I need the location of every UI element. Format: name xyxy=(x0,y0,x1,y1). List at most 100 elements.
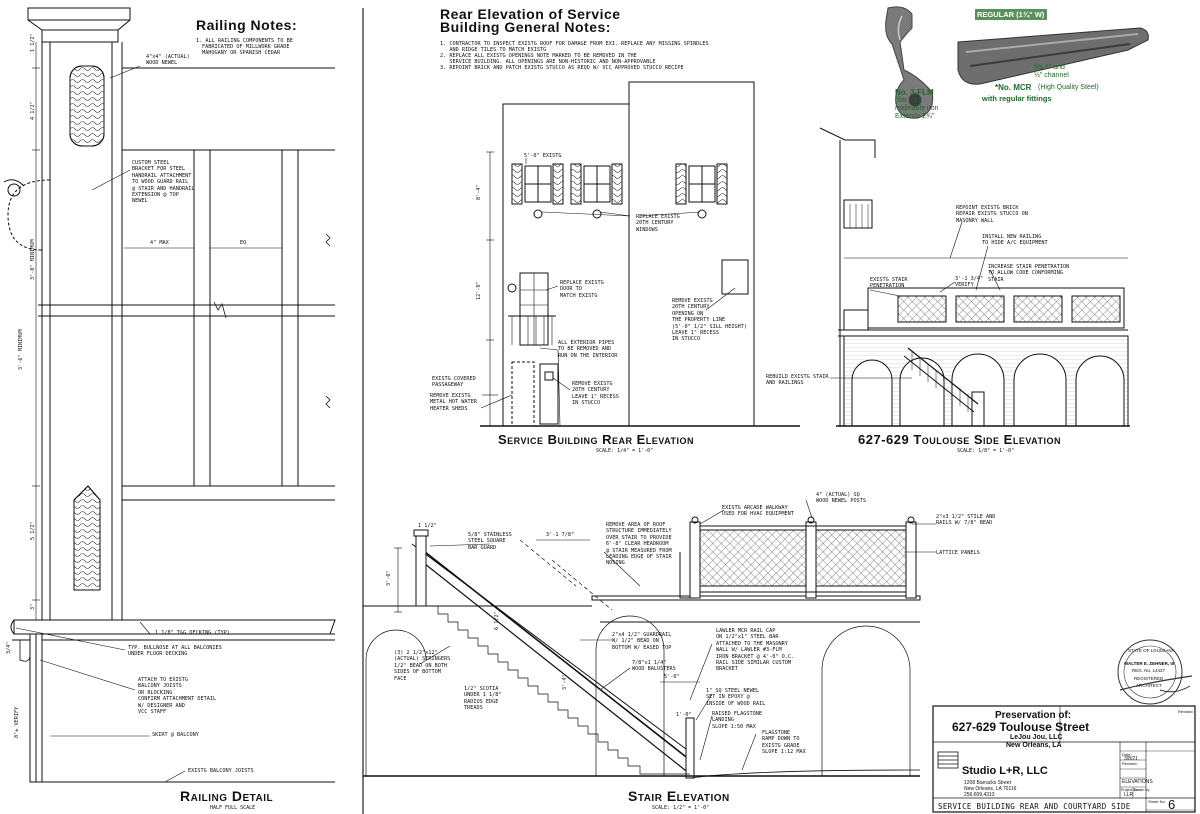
title-block-sheet-title: Service Building Rear and Courtyard Side xyxy=(938,802,1131,811)
service-annotation: REPLACE EXISTG DOOR TO MATCH EXISTG xyxy=(560,280,604,299)
stair-elevation-scale: SCALE: 1/2" = 1'-0" xyxy=(652,805,710,811)
stair-annotation: 1" SQ STEEL NEWEL SET IN EPOXY @ INSIDE … xyxy=(706,688,766,707)
railing-dim: 3" xyxy=(30,603,36,610)
railing-annotation: CUSTOM STEEL BRACKET FOR STEEL HANDRAIL … xyxy=(132,160,195,205)
service-dim: 8'-4" xyxy=(476,184,482,200)
service-dim: 12'-0" xyxy=(476,281,482,300)
rail-tag: REGULAR (1¾" W) xyxy=(977,10,1045,19)
stair-dim: 3'-4" xyxy=(562,674,568,690)
title-block-firm: Studio L+R, LLC xyxy=(962,765,1048,777)
stair-dim: 3'-1 7/8" xyxy=(546,532,575,538)
stair-annotation: FLAGSTONE RAMP DOWN TO EXISTG GRADE SLOP… xyxy=(762,730,806,756)
general-notes-line: SERVICE BUILDING. ALL OPENINGS ARE NON-H… xyxy=(440,59,656,65)
railing-annotation: 1 1/8" T&G DECKING (TYP) xyxy=(155,630,230,636)
general-notes-line: 1. CONTRACTOR TO INSPECT EXISTG ROOF FOR… xyxy=(440,41,709,47)
stair-dim: 3'-0" xyxy=(386,570,392,586)
stair-annotation: REMOVE AREA OF ROOF STRUCTURE IMMEDIATEL… xyxy=(606,522,672,567)
seal-text: REG. No. 14427 xyxy=(1132,668,1166,673)
general-notes-line: AND RIDGE TILES TO MATCH EXISTG xyxy=(440,47,547,53)
railing-dim: 4" MAX xyxy=(150,240,169,246)
general-notes-title-line1: Rear Elevation of Service xyxy=(440,6,621,22)
title-block-project-no-label: Project No.: xyxy=(1121,788,1140,792)
toulouse-annotation: 3'-1 3/4" VERIFY xyxy=(955,276,984,289)
railing-dim: EQ xyxy=(240,240,247,246)
bracket-desc: malleable iron xyxy=(895,105,939,112)
title-block-drawn-by: LLR xyxy=(1124,792,1134,798)
railing-detail-drawing xyxy=(3,7,336,783)
title-block-project: 627-629 Toulouse Street xyxy=(952,720,1090,734)
railing-notes-title: Railing Notes: xyxy=(196,17,298,33)
service-annotation: REMOVE EXISTG METAL HOT WATER HEATER SHE… xyxy=(430,393,477,412)
service-annotation: REMOVE EXISTG 20TH CENTURY LEAVE 1" RECE… xyxy=(572,381,619,407)
toulouse-annotation: EXISTG STAIR PENETRATION xyxy=(870,277,908,290)
seal-text: ARCHITECT xyxy=(1136,683,1162,688)
title-block-revised-label: Revised: xyxy=(1122,761,1138,766)
stair-annotation: LATTICE PANELS xyxy=(936,550,980,556)
seal-text: STATE OF LOUISIANA xyxy=(1128,648,1175,653)
railing-dim: 3'-6" MINIMUM xyxy=(18,329,24,370)
bracket-desc: Extends 2¾" xyxy=(895,113,935,120)
bracket-name: No. 3-FLM xyxy=(895,88,934,97)
stair-annotation: 2"x4 1/2" GUARDRAIL W/ 1/2" BEAD ON BOTT… xyxy=(612,632,672,651)
service-annotation: EXISTG COVERED PASSAGEWAY xyxy=(432,376,476,389)
railing-annotation: EXISTG BALCONY JOISTS xyxy=(188,768,254,774)
railing-notes-line: FABRICATED OF MILLWORK GRADE xyxy=(202,44,290,50)
title-block-city: New Orleans, LA xyxy=(1006,742,1062,749)
title-block-frame xyxy=(932,705,1196,813)
architect-seal xyxy=(1117,639,1193,705)
railing-dim: 3/4" xyxy=(6,641,12,655)
service-annotation: 5'-0" EXISTG xyxy=(524,153,562,159)
general-notes-title-line2: Building General Notes: xyxy=(440,19,611,35)
seal-text: WALTER E. ZEHNER, III xyxy=(1124,661,1175,666)
railing-notes-line: 1. ALL RAILING COMPONENTS TO BE xyxy=(196,38,293,44)
rail-name: *No. MCR xyxy=(995,83,1032,92)
title-block-label: Preservation of: xyxy=(995,710,1072,721)
service-annotation: REPLACE EXISTG 20TH CENTURY WINDOWS xyxy=(636,214,680,233)
railing-annotation: TYP. BULLNOSE AT ALL BALCONIES UNDER FLO… xyxy=(128,645,222,658)
railing-dim: 4 1/2" xyxy=(30,101,36,120)
title-block-sheet-no-label: Sheet No. xyxy=(1148,799,1166,804)
rail-cap-photo xyxy=(957,9,1149,85)
stair-annotation: EXISTG ARCADE WALKWAY USED FOR HVAC EQUI… xyxy=(722,505,794,518)
service-annotation: ALL EXTERIOR PIPES TO BE REMOVED AND RUN… xyxy=(558,340,618,359)
rail-quality: (High Quality Steel) xyxy=(1038,84,1099,91)
title-block-date-label: Date: xyxy=(1122,752,1132,757)
toulouse-annotation: REPOINT EXISTG BRICK REPAIR EXISTG STUCC… xyxy=(956,205,1028,224)
stair-dim: 1'-0" xyxy=(676,712,692,718)
general-notes-line: 3. REPOINT BRICK AND PATCH EXISTG STUCCO… xyxy=(440,65,684,71)
rail-fits: ½" channel xyxy=(1034,72,1069,79)
stair-annotation: 5/8" STAINLESS STEEL SQUARE BAR GUARD xyxy=(468,532,512,551)
toulouse-annotation: REBUILD EXISTG STAIR AND RAILINGS xyxy=(766,374,829,387)
toulouse-elevation-title: 627-629 Toulouse Side Elevation xyxy=(858,432,1061,447)
title-block-drawn-by-label: Drawn by: xyxy=(1134,788,1151,792)
stair-dim: 1 1/2" xyxy=(418,523,437,529)
stair-annotation: RAISED FLAGSTONE LANDING SLOPE 1:50 MAX xyxy=(712,711,762,730)
service-elevation-scale: SCALE: 1/4" = 1'-0" xyxy=(596,448,654,454)
railing-annotation: 4"x4" (ACTUAL) WOOD NEWEL xyxy=(146,54,190,67)
stair-annotation: 7/8"x1 1/4" WOOD BALUSTERS xyxy=(632,660,676,673)
railing-notes-line: MAHOGANY OR SPANISH CEDAR xyxy=(202,50,281,56)
title-block-sheet-desc: ELEVATIONS xyxy=(1122,779,1153,785)
stair-elevation-drawing xyxy=(363,499,936,779)
service-elevation-title: Service Building Rear Elevation xyxy=(498,432,694,447)
stair-annotation: 2"x3 1/2" STILE AND RAILS W/ 7/8" BEAD xyxy=(936,514,996,527)
title-block-client: LeJou Jou, LLC xyxy=(1010,734,1063,741)
stair-annotation: LAWLER MCR RAIL CAP ON 1/2"x1" STEEL BAR… xyxy=(716,628,795,673)
service-elevation-drawing xyxy=(480,81,800,427)
stair-dim: 5'-0" xyxy=(664,674,680,680)
rail-fits: fits 1" and xyxy=(1034,64,1065,71)
stair-annotation: (3) 2 1/2"x12" (ACTUAL) STRINGERS 1/2" B… xyxy=(394,650,451,682)
stair-dim: 6 1/2" xyxy=(494,611,500,630)
service-annotation: REMOVE EXISTG 20TH CENTURY OPENING ON TH… xyxy=(672,298,747,343)
bracket-photo xyxy=(885,6,934,119)
title-block-address: 1208 Barracks Street xyxy=(964,780,1011,786)
railing-dim: 5 1/2" xyxy=(30,521,36,540)
title-block-revised-label: Revised: xyxy=(1178,709,1194,714)
railing-dim: 1 1/2" xyxy=(30,33,36,52)
title-block-phone: 256.609.4313 xyxy=(964,792,995,798)
title-block-address: New Orleans, LA 70116 xyxy=(964,786,1017,792)
bracket-desc: (flat top) xyxy=(895,97,921,104)
railing-detail-scale: HALF FULL SCALE xyxy=(210,805,256,811)
